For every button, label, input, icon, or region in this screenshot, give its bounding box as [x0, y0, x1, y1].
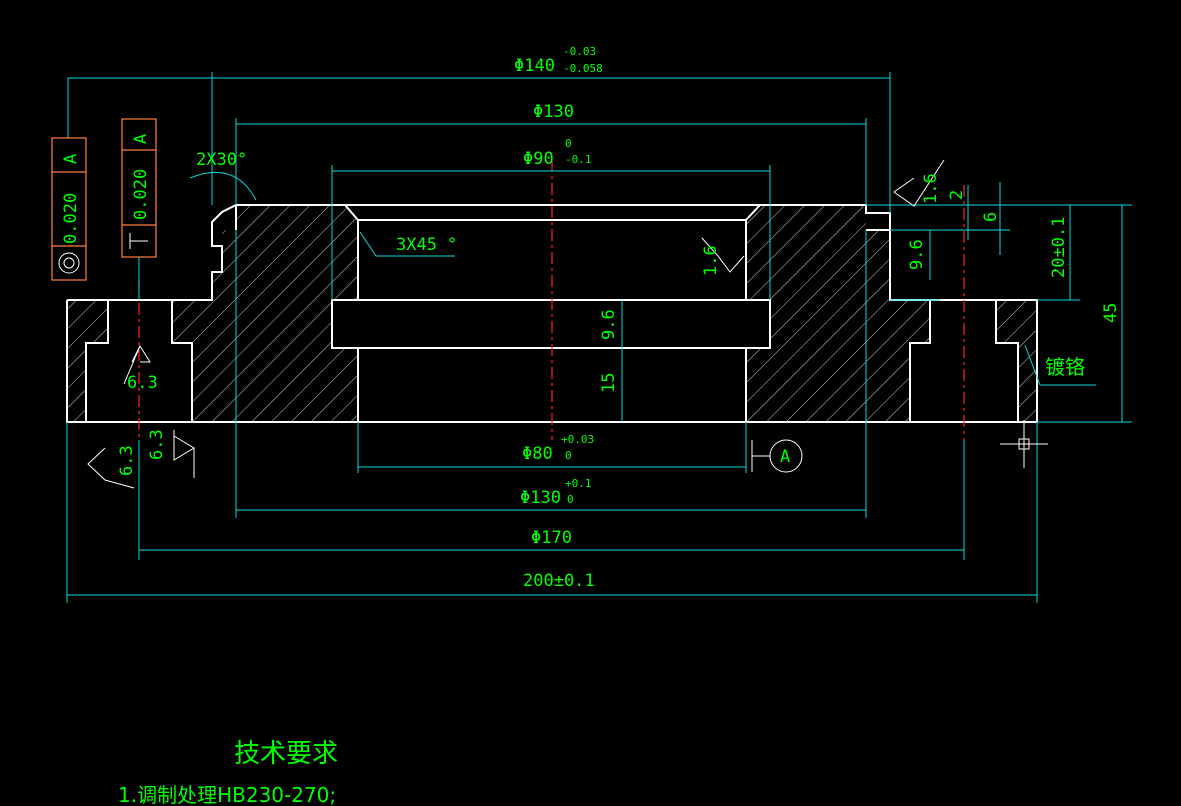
tolerance-frame2-value: 0.020	[131, 169, 151, 220]
roughness-top-right-value: 1.6	[921, 173, 941, 204]
roughness-bottom-left-a-value: 6.3	[117, 445, 137, 476]
dim-d130-top-label: Φ130	[533, 102, 574, 122]
tolerance-frame1-value: 0.020	[61, 193, 81, 244]
dim-d130-bottom-label: Φ130	[520, 488, 561, 508]
roughness-symbol-top-right: 1.6	[893, 159, 945, 207]
section-hatching	[67, 205, 1037, 422]
dim-20-label: 20±0.1	[1049, 217, 1069, 278]
hatch-left-flange	[67, 300, 108, 422]
datum-circle-icon	[769, 439, 803, 473]
center-lines	[138, 160, 965, 440]
outline-inner-bore	[344, 204, 761, 221]
outline-left-hole-r	[171, 300, 193, 422]
dim-d90-label: Φ90	[523, 149, 554, 169]
dim-d90-tol-lower: -0.1	[565, 153, 592, 166]
dimension-texts: Φ140 -0.03 -0.058 Φ130 Φ90 0 -0.1 2X30° …	[196, 45, 1121, 591]
dim-d170-label: Φ170	[531, 528, 572, 548]
roughness-symbol-bottom-left-b: 6.3	[147, 429, 195, 478]
dim-chamfer-inner-label: 3X45 °	[396, 235, 457, 255]
dim-d140-tol-lower: -0.058	[563, 62, 603, 75]
perpendicularity-icon	[129, 233, 148, 249]
datum-symbol: A	[751, 439, 803, 473]
outline-right-step	[866, 212, 891, 231]
cad-crosshair-cursor	[1000, 420, 1048, 468]
tech-req-line-1: 1.调制处理HB230-270;	[118, 783, 336, 806]
hatch-left-body	[172, 205, 358, 422]
concentricity-icon	[58, 252, 80, 274]
hatch-right-flange	[996, 300, 1037, 422]
dimension-lines	[66, 72, 1132, 603]
outline-right-hole-r	[995, 300, 1019, 422]
dim-9-6-right-label: 9.6	[907, 239, 927, 270]
dim-d130-bottom-tol-lower: 0	[567, 493, 574, 506]
plating-note: 镀铬	[1045, 355, 1085, 379]
dim-d140-label: Φ140	[514, 56, 555, 76]
dim-2-label: 2	[947, 190, 967, 200]
datum-label: A	[780, 447, 790, 467]
tolerance-frame-concentricity: A 0.020	[51, 137, 87, 281]
hatch-right-body	[746, 205, 930, 422]
roughness-symbol-hole: 6.3	[123, 344, 158, 393]
dim-chamfer-top-label: 2X30°	[196, 150, 247, 170]
tolerance-frame2-datum: A	[131, 134, 151, 144]
dim-45-label: 45	[1101, 303, 1121, 323]
leader-plating	[1024, 344, 1041, 386]
roughness-symbol-bottom-left-a: 6.3	[87, 445, 137, 489]
dim-200-label: 200±0.1	[523, 571, 595, 591]
dim-15-label: 15	[599, 373, 619, 393]
dim-d80-tol-upper: +0.03	[561, 433, 594, 446]
roughness-symbol-inner-right: 1.6	[701, 237, 745, 276]
tech-req-title: 技术要求	[234, 739, 338, 769]
roughness-bottom-left-b-value: 6.3	[147, 429, 167, 460]
dim-6-label: 6	[981, 212, 1001, 222]
dim-d90-tol-upper: 0	[565, 137, 572, 150]
outline-groove	[331, 299, 771, 349]
tolerance-frame-perpendicularity: A 0.020	[121, 118, 157, 258]
dim-9-6-center-label: 9.6	[599, 309, 619, 340]
leader-chamfer-inner	[359, 231, 455, 257]
roughness-inner-right-value: 1.6	[701, 245, 721, 276]
outline-right-hole	[909, 300, 931, 422]
dim-d130-bottom-tol-upper: +0.1	[565, 477, 592, 490]
dim-d80-tol-lower: 0	[565, 449, 572, 462]
roughness-symbols: 1.6 1.6 6.3 6.3 6.3	[87, 159, 945, 489]
tolerance-frame1-datum: A	[61, 154, 81, 164]
chamfer-top-arc	[189, 171, 257, 201]
outline-left-hole	[85, 300, 109, 422]
dim-d80-label: Φ80	[522, 444, 553, 464]
dim-d140-tol-upper: -0.03	[563, 45, 596, 58]
leader-frame1	[67, 77, 212, 138]
roughness-hole-value: 6.3	[127, 373, 158, 393]
